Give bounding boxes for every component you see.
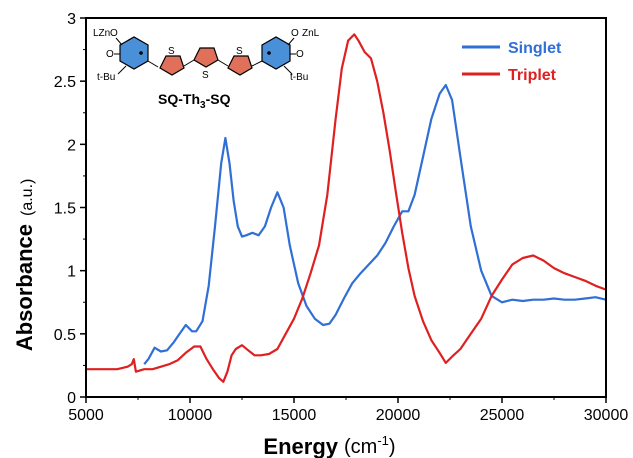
- y-axis-title: Absorbance: [12, 224, 37, 351]
- x-axis-unit-open: (cm: [344, 436, 377, 458]
- left-bond-o1: [115, 37, 123, 46]
- molecule-name: SQ-Th3-SQ: [158, 91, 231, 111]
- right-tbu-label: t-Bu: [290, 72, 308, 83]
- x-tick-label: 30000: [584, 407, 629, 424]
- molecule-name-sub: 3: [200, 100, 206, 111]
- thiophene-2-s: S: [202, 70, 209, 81]
- y-tick-label: 0: [67, 390, 76, 407]
- x-tick-label: 15000: [272, 407, 317, 424]
- right-radical-dot: [267, 51, 271, 55]
- left-tbu-label: t-Bu: [97, 72, 115, 83]
- series-line-singlet: [143, 83, 607, 365]
- x-axis-title: Energy: [263, 434, 338, 458]
- x-axis-unit-close: ): [389, 436, 396, 458]
- legend: Singlet Triplet: [462, 40, 562, 84]
- x-tick-label: 10000: [168, 407, 213, 424]
- right-bond-chain: [251, 60, 263, 67]
- thiophene-1: [159, 55, 185, 76]
- left-radical-dot: [139, 51, 143, 55]
- molecule-name-main: SQ-Th: [158, 91, 200, 107]
- y-tick-label: 2.5: [54, 74, 76, 91]
- y-tick-label: 1.5: [54, 201, 76, 218]
- left-zn-label: LZn: [93, 28, 110, 39]
- left-o2-label: O: [106, 49, 114, 60]
- x-axis-unit-sup: -1: [377, 433, 389, 448]
- right-sq-ring: [261, 36, 291, 70]
- y-tick-label: 2: [67, 137, 76, 154]
- y-tick-label: 0.5: [54, 327, 76, 344]
- bond-th2-th3: [217, 59, 229, 67]
- molecule-name-suffix: -SQ: [206, 91, 231, 107]
- legend-label-triplet: Triplet: [508, 67, 557, 84]
- series-line-triplet: [86, 33, 607, 383]
- left-sq-ring: [119, 36, 149, 70]
- molecule-inset: LZn O O t-Bu S S S O ZnL O t-Bu SQ-Th3-S…: [93, 28, 320, 111]
- right-zn-label: ZnL: [302, 28, 320, 39]
- x-tick-label: 25000: [480, 407, 525, 424]
- ticks-layer: 5000 10000 15000 20000 25000 30000 0 0.5 1 1.5 2 2.…: [54, 11, 629, 424]
- x-axis-unit: (cm-1): [344, 433, 396, 458]
- left-o1-label: O: [110, 28, 118, 39]
- left-bond-chain: [147, 60, 159, 68]
- right-o1-label: O: [291, 28, 299, 39]
- right-o2-label: O: [296, 49, 304, 60]
- x-tick-label: 20000: [376, 407, 421, 424]
- thiophene-1-s: S: [168, 46, 175, 57]
- legend-label-singlet: Singlet: [508, 40, 562, 57]
- x-tick-label: 5000: [68, 407, 104, 424]
- right-bond-tbu: [283, 65, 293, 75]
- thiophene-3: [227, 55, 253, 76]
- thiophene-3-s: S: [236, 46, 243, 57]
- thiophene-2: [193, 47, 219, 68]
- series-layer: [86, 33, 607, 383]
- y-tick-label: 3: [67, 11, 76, 28]
- y-axis-unit: (a.u.): [19, 179, 36, 216]
- bond-th1-th2: [183, 59, 195, 67]
- y-tick-label: 1: [67, 264, 76, 281]
- right-bond-o1: [287, 37, 295, 46]
- left-bond-tbu: [117, 65, 127, 75]
